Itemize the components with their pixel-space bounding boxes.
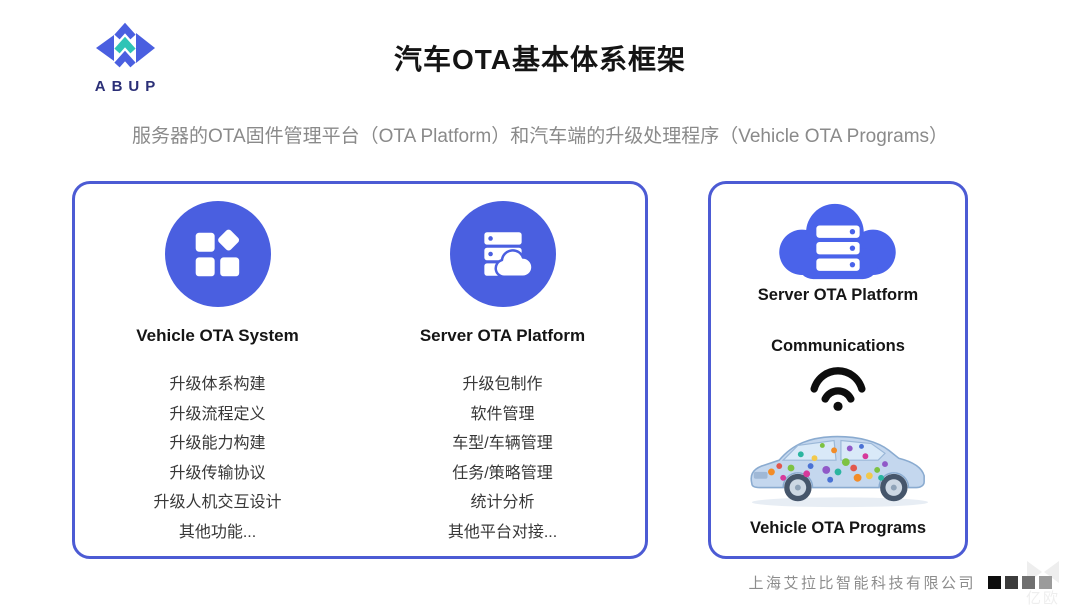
footer: 上海艾拉比智能科技有限公司 xyxy=(748,572,1052,593)
column-title: Vehicle OTA System xyxy=(136,326,299,345)
page-subtitle: 服务器的OTA固件管理平台（OTA Platform）和汽车端的升级处理程序（V… xyxy=(131,126,949,147)
abup-logo-icon xyxy=(96,22,155,68)
server-ota-platform-column: Server OTA Platform 升级包制作 软件管理 车型/车辆管理 任… xyxy=(360,201,645,556)
server-ota-feature-list: 升级包制作 软件管理 车型/车辆管理 任务/策略管理 统计分析 其他平台对接..… xyxy=(448,370,557,547)
list-item: 其他功能... xyxy=(178,523,257,541)
vehicle-ota-programs-label: Vehicle OTA Programs xyxy=(749,519,927,537)
list-item: 升级能力构建 xyxy=(169,435,266,452)
column-title: Server OTA Platform xyxy=(419,326,586,345)
eo-watermark: 亿欧 xyxy=(1008,557,1078,608)
abup-logo-text: ABUP xyxy=(94,78,162,95)
list-item: 车型/车辆管理 xyxy=(452,435,553,452)
company-name: 上海艾拉比智能科技有限公司 xyxy=(748,575,976,592)
footer-squares-decoration xyxy=(988,576,1052,589)
list-item: 升级传输协议 xyxy=(169,464,266,482)
vehicle-ota-feature-list: 升级体系构建 升级流程定义 升级能力构建 升级传输协议 升级人机交互设计 其他功… xyxy=(153,370,281,547)
cloud-server-icon xyxy=(779,203,896,280)
list-item: 升级流程定义 xyxy=(169,405,266,423)
list-item: 升级包制作 xyxy=(462,376,543,393)
list-item: 升级体系构建 xyxy=(169,376,266,393)
list-item: 任务/策略管理 xyxy=(452,464,553,482)
list-item: 升级人机交互设计 xyxy=(153,494,282,511)
square-darkgray xyxy=(1005,576,1018,589)
list-item: 软件管理 xyxy=(470,405,535,423)
server-cloud-icon xyxy=(449,201,556,307)
app-grid-diamond-icon xyxy=(164,201,271,307)
square-dark xyxy=(988,576,1001,589)
communications-label: Communications xyxy=(771,337,905,355)
transparent-car-image xyxy=(739,421,937,519)
ota-platform-panel: Vehicle OTA System 升级体系构建 升级流程定义 升级能力构建 … xyxy=(72,181,648,559)
server-ota-platform-label: Server OTA Platform xyxy=(757,286,919,304)
vehicle-ota-programs-panel: Server OTA Platform Communications xyxy=(708,181,968,559)
list-item: 统计分析 xyxy=(470,494,535,511)
wifi-icon xyxy=(805,363,871,418)
square-lightgray xyxy=(1039,576,1052,589)
square-gray xyxy=(1022,576,1035,589)
vehicle-ota-system-column: Vehicle OTA System 升级体系构建 升级流程定义 升级能力构建 … xyxy=(75,201,360,556)
list-item: 其他平台对接... xyxy=(447,523,558,541)
abup-logo: ABUP xyxy=(70,22,180,95)
page-title: 汽车OTA基本体系框架 xyxy=(393,44,687,75)
eo-watermark-text: 亿欧 xyxy=(1025,590,1060,607)
